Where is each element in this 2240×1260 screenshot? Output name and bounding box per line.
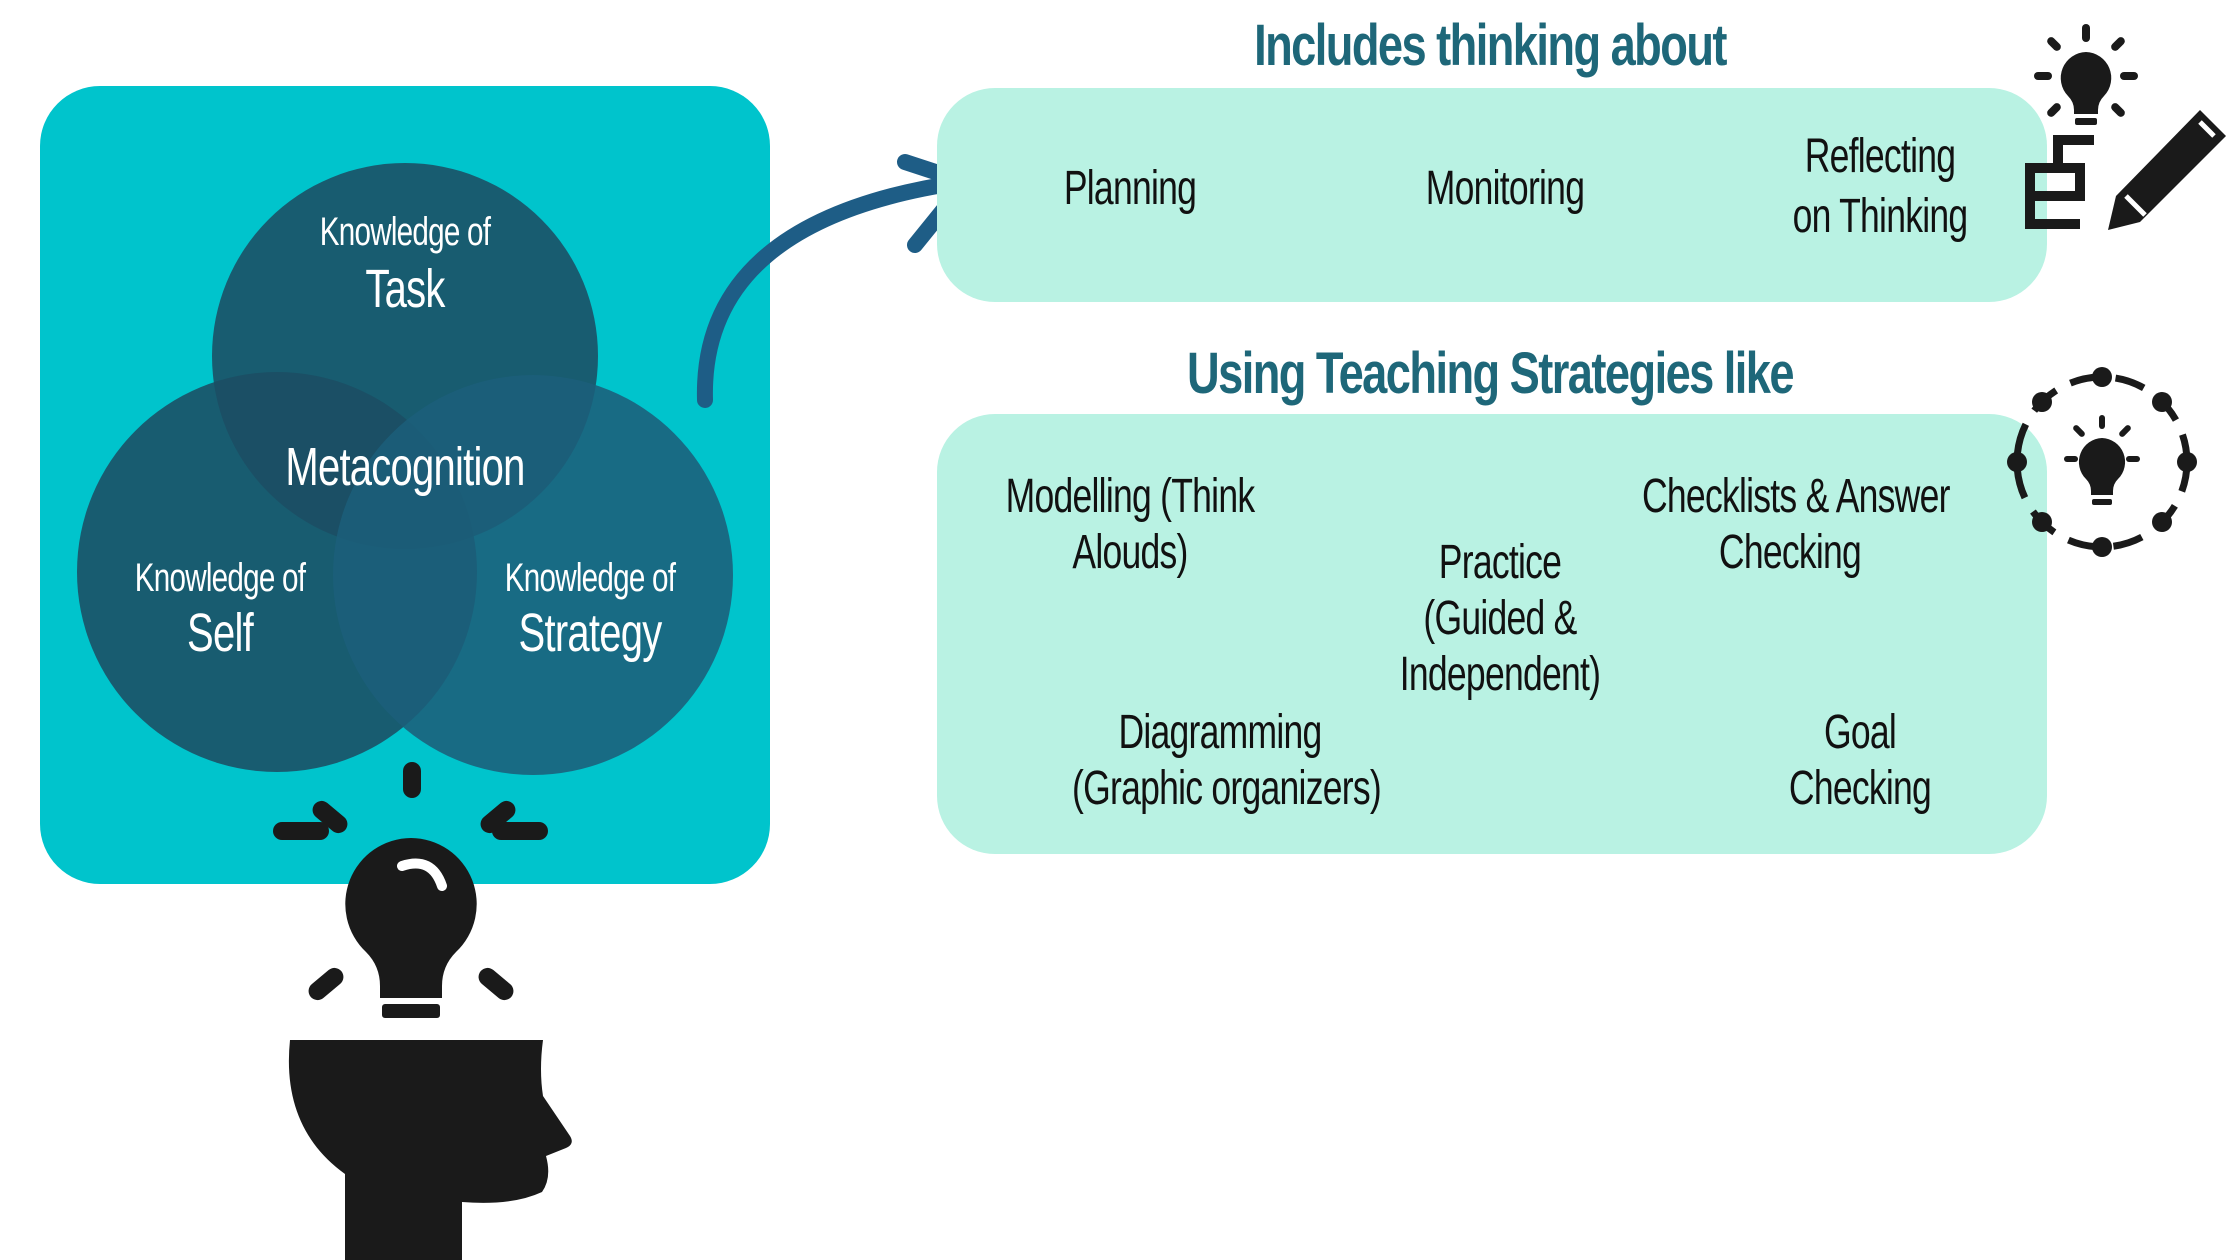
- thinking-on-thinking: on Thinking: [1792, 190, 1969, 243]
- thinking-monitoring: Monitoring: [1425, 162, 1585, 215]
- strategy-modelling-line2: Alouds): [1072, 526, 1188, 579]
- strategy-goal-line1: Goal: [1823, 706, 1897, 759]
- venn-self-label: Self: [187, 603, 254, 663]
- venn-circle-strategy: [333, 375, 733, 775]
- strategy-goal-line2: Checking: [1788, 762, 1932, 815]
- strategy-diagramming-line2: (Graphic organizers): [1072, 762, 1382, 815]
- thinking-box: [937, 88, 2047, 302]
- strategy-modelling-line1: Modelling (Think: [1005, 470, 1255, 523]
- venn-self-small: Knowledge of: [134, 556, 306, 600]
- strategy-checklists-line1: Checklists & Answer: [1642, 470, 1950, 523]
- strategy-practice-line1: Practice: [1438, 536, 1562, 589]
- venn-task-label: Task: [365, 259, 445, 319]
- venn-center-label: Metacognition: [285, 437, 525, 497]
- strategy-practice-line2: (Guided &: [1423, 592, 1577, 645]
- venn-strategy-small: Knowledge of: [504, 556, 676, 600]
- thinking-heading: Includes thinking about: [1254, 13, 1727, 78]
- strategy-practice-line3: Independent): [1399, 648, 1601, 701]
- venn-task-small: Knowledge of: [319, 210, 491, 254]
- thinking-planning: Planning: [1063, 162, 1197, 215]
- strategies-heading: Using Teaching Strategies like: [1186, 341, 1795, 406]
- thinking-reflecting: Reflecting: [1804, 130, 1956, 183]
- strategies-box: [937, 414, 2047, 854]
- venn-strategy-label: Strategy: [518, 603, 663, 663]
- strategy-diagramming-line1: Diagramming: [1118, 706, 1322, 759]
- strategy-checklists-line2: Checking: [1718, 526, 1862, 579]
